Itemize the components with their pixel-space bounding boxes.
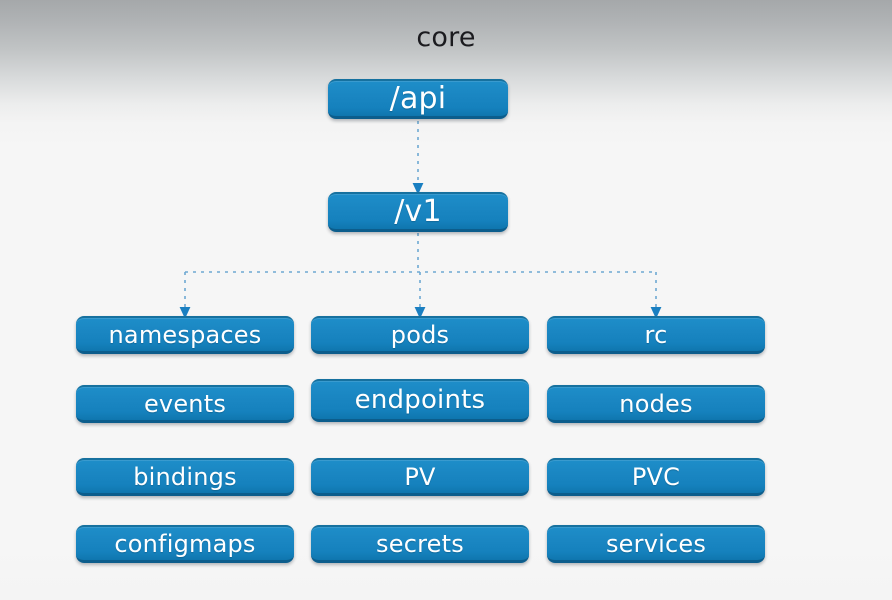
node-bindings[interactable]: bindings: [76, 458, 294, 496]
node-endpoints[interactable]: endpoints: [311, 379, 529, 422]
node-pvc[interactable]: PVC: [547, 458, 765, 496]
node-label-api: /api: [389, 81, 447, 116]
node-label-nodes: nodes: [619, 389, 693, 418]
node-label-secrets: secrets: [376, 529, 464, 558]
node-pods[interactable]: pods: [311, 316, 529, 354]
node-rc[interactable]: rc: [547, 316, 765, 354]
node-events[interactable]: events: [76, 385, 294, 423]
node-configmaps[interactable]: configmaps: [76, 525, 294, 563]
node-v1[interactable]: /v1: [328, 192, 508, 232]
node-label-namespaces: namespaces: [108, 320, 262, 349]
node-label-bindings: bindings: [133, 462, 237, 491]
node-secrets[interactable]: secrets: [311, 525, 529, 563]
node-label-events: events: [143, 389, 227, 418]
node-label-endpoints: endpoints: [354, 385, 486, 415]
node-label-v1: /v1: [394, 194, 442, 229]
node-services[interactable]: services: [547, 525, 765, 563]
node-label-pv: PV: [404, 462, 436, 491]
node-nodes[interactable]: nodes: [547, 385, 765, 423]
node-label-configmaps: configmaps: [114, 529, 256, 558]
diagram-title: core: [416, 22, 476, 53]
node-api[interactable]: /api: [328, 79, 508, 119]
node-label-pods: pods: [390, 320, 450, 349]
node-namespaces[interactable]: namespaces: [76, 316, 294, 354]
node-label-services: services: [605, 529, 707, 558]
node-label-rc: rc: [644, 320, 668, 349]
node-label-pvc: PVC: [631, 462, 681, 491]
node-pv[interactable]: PV: [311, 458, 529, 496]
